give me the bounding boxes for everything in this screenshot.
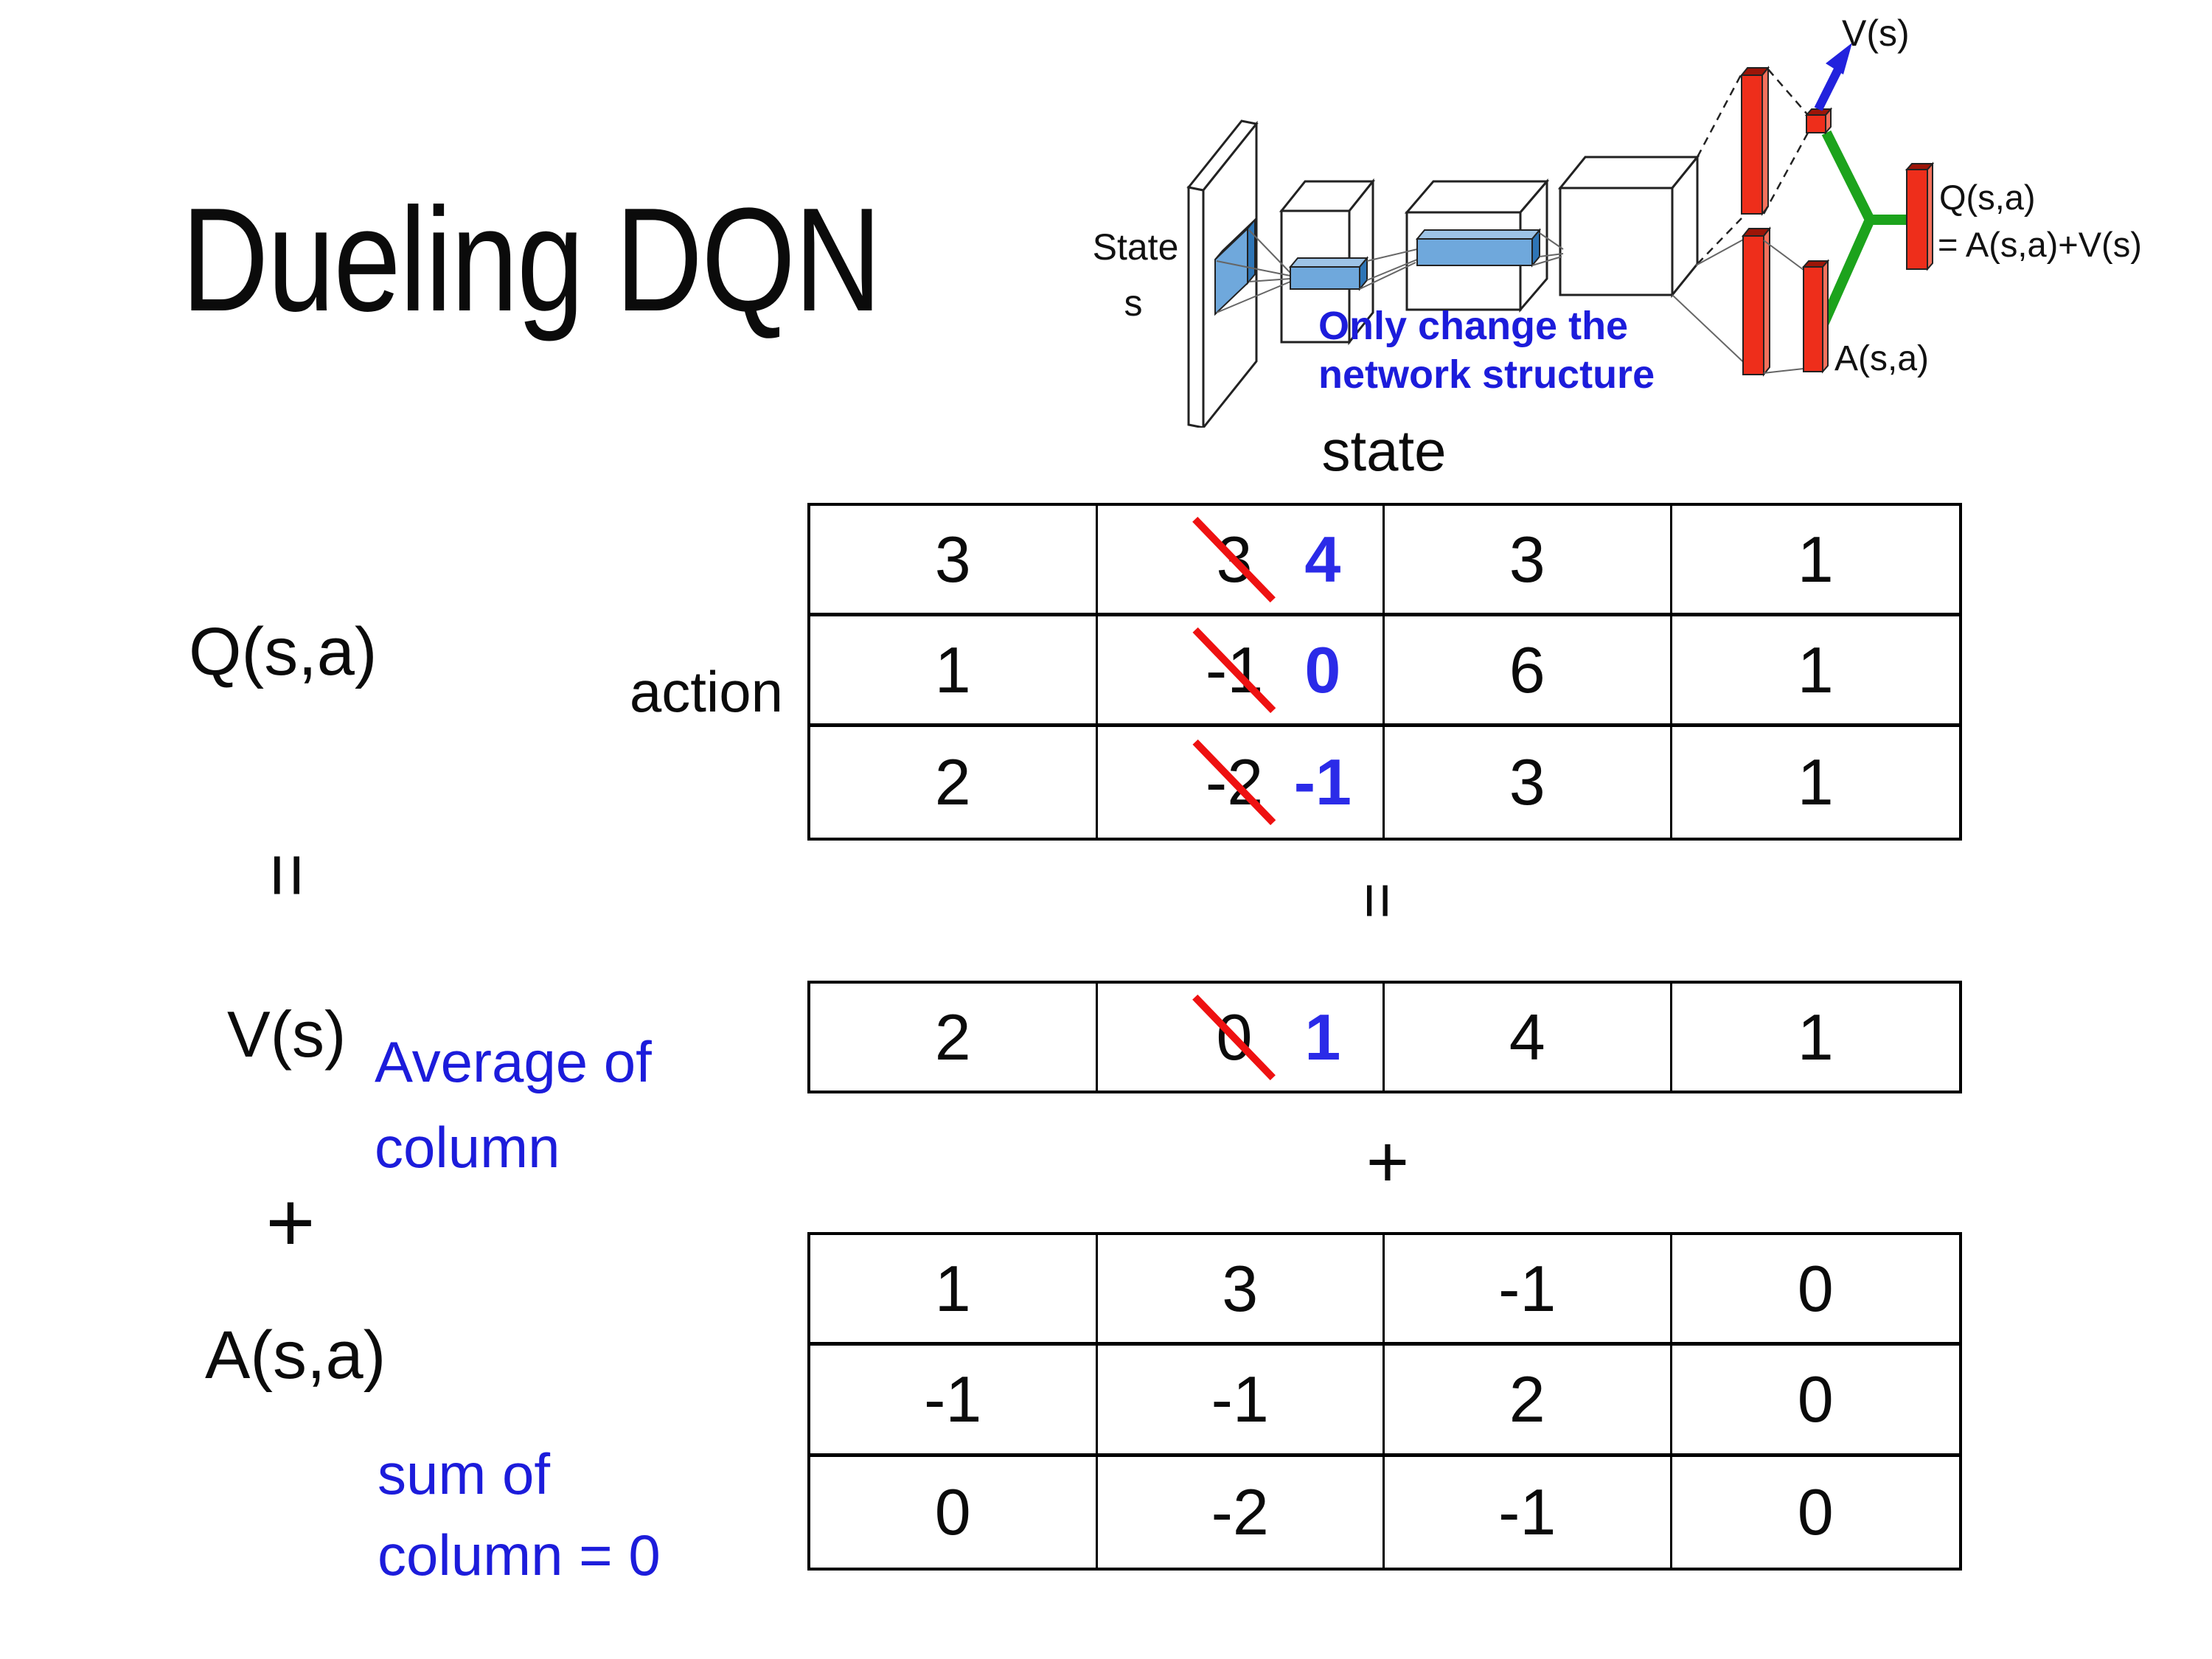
old-value: -1 (1192, 627, 1276, 713)
equation-equals-left: = (244, 852, 331, 898)
diagram-v-label: V(s) (1842, 13, 1910, 54)
diagram-a-label: A(s,a) (1834, 339, 1929, 378)
new-value: -1 (1293, 745, 1352, 818)
equals-between-matrices: = (1342, 881, 1413, 919)
matrix-cell: 1 (1797, 1000, 1834, 1074)
red-strikethrough-icon (1192, 516, 1276, 602)
new-value: 4 (1304, 522, 1341, 596)
matrix-cell: 2 (810, 727, 1098, 838)
matrix-cell: 6 (1385, 616, 1672, 727)
matrix-cell: 1 (810, 1235, 1098, 1346)
matrix-cell: 0 (1797, 1475, 1834, 1548)
new-value: 1 (1304, 1000, 1341, 1074)
sum-note-line1: sum of (378, 1441, 551, 1506)
equation-plus-left: + (265, 1175, 316, 1270)
v-value-row: 20141 (807, 981, 1962, 1093)
matrix-cell: 1 (1672, 506, 1959, 616)
matrix-cell: 3 (810, 506, 1098, 616)
red-strikethrough-icon (1192, 994, 1276, 1080)
state-header: state (1321, 418, 1447, 483)
matrix-cell: 0 (1672, 1346, 1959, 1457)
average-note-line2: column (375, 1115, 560, 1180)
matrix-cell: 4 (1385, 984, 1672, 1091)
q-output-bar (1905, 161, 1935, 271)
matrix-cell: -1 (1097, 1346, 1385, 1457)
old-value: -2 (1192, 739, 1276, 826)
matrix-cell: -1 (810, 1346, 1098, 1457)
red-strikethrough-icon (1192, 627, 1276, 713)
diagram-q-formula: = A(s,a)+V(s) (1938, 225, 2142, 264)
old-value: 3 (1192, 516, 1276, 602)
matrix-cell: 1 (1797, 745, 1834, 818)
filter-projection-lines (1216, 229, 1291, 313)
a-output-bar (1801, 259, 1830, 374)
diagram-note-line2: network structure (1318, 352, 1655, 397)
diagram-q-label: Q(s,a) (1939, 178, 2036, 217)
matrix-cell: 2 (810, 984, 1098, 1091)
a-vector-lines (1763, 240, 1804, 374)
matrix-cell: 01 (1098, 984, 1385, 1091)
advantage-stream-lines (1672, 238, 1753, 371)
matrix-cell: 3 (1385, 727, 1672, 838)
slab2-projection-lines (1531, 232, 1564, 266)
old-value: 0 (1192, 994, 1276, 1080)
sum-of-column-note: sum of column = 0 (378, 1433, 661, 1596)
matrix-cell: -1 (1385, 1235, 1672, 1346)
average-note-line1: Average of (375, 1029, 652, 1094)
equation-v-label: V(s) (227, 998, 347, 1071)
matrix-cell: 2 (1385, 1346, 1672, 1457)
equation-q-label: Q(s,a) (189, 614, 378, 689)
new-value: 0 (1304, 633, 1341, 706)
fc-bar-value (1739, 66, 1770, 216)
matrix-cell: 1 (810, 616, 1098, 727)
average-of-column-note: Average of column (375, 1019, 652, 1190)
dueling-network-diagram: State s V(s) Q(s,a) = A(s,a)+V(s) A(s,a)… (1093, 13, 2142, 428)
feature-map-1 (1288, 256, 1369, 291)
red-strikethrough-icon (1192, 739, 1276, 826)
v-scalar-node (1804, 107, 1833, 135)
matrix-cell: -2 (1098, 1456, 1385, 1568)
matrix-cell: 1 (1672, 616, 1959, 727)
conv-layer-3-box (1557, 153, 1700, 299)
v-arrow-icon (1814, 43, 1852, 111)
feature-map-2 (1415, 228, 1542, 268)
v-scalar-dashed-lines (1762, 69, 1809, 215)
plus-between-matrices: + (1366, 1120, 1410, 1203)
diagram-state-label-line1: State (1093, 226, 1179, 268)
matrix-cell: -1 0 (1097, 616, 1385, 727)
matrix-cell: 3 (1097, 1235, 1385, 1346)
sum-note-line2: column = 0 (378, 1523, 661, 1587)
slab1-projection-lines (1359, 248, 1418, 290)
aggregation-y-connector (1818, 130, 1910, 328)
diagram-state-label-line2: s (1124, 282, 1143, 324)
equation-a-label: A(s,a) (205, 1318, 386, 1393)
matrix-cell: -2-1 (1098, 727, 1385, 838)
matrix-cell: 34 (1097, 506, 1385, 616)
action-label: action (629, 659, 783, 724)
fc-bar-advantage (1741, 226, 1772, 377)
value-stream-dashed-lines (1696, 73, 1743, 265)
diagram-note-line1: Only change the (1318, 304, 1628, 348)
matrix-cell: 0 (810, 1456, 1098, 1568)
matrix-cell: 3 (1385, 506, 1672, 616)
matrix-cell: -1 (1385, 1456, 1672, 1568)
matrix-cell: 0 (1672, 1235, 1959, 1346)
slide-title: Dueling DQN (181, 178, 882, 342)
